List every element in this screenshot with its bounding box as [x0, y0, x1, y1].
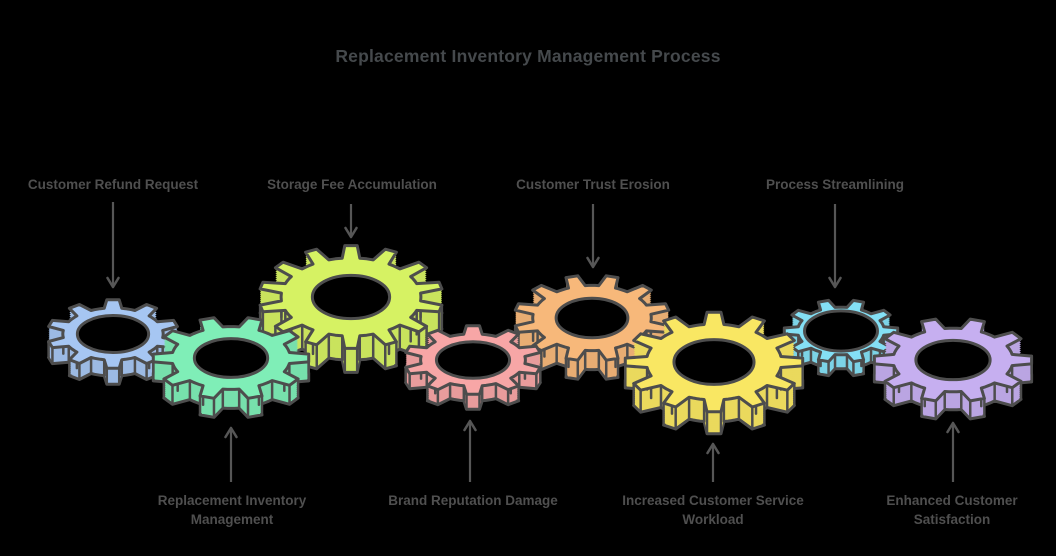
gear-icon-increased-customer-service-workload — [623, 310, 805, 436]
label-customer-trust-erosion: Customer Trust Erosion — [516, 177, 670, 192]
gear-icon-brand-reputation-damage — [404, 324, 542, 411]
label-replacement-inventory-management: Replacement Inventory Management — [157, 493, 307, 527]
arrow-down-icon — [106, 202, 120, 289]
label-process-streamlining: Process Streamlining — [765, 177, 905, 192]
page-title: Replacement Inventory Management Process — [335, 46, 721, 66]
arrow-down-icon — [586, 204, 600, 269]
label-brand-reputation-damage: Brand Reputation Damage — [388, 493, 558, 508]
arrow-down-icon — [828, 204, 842, 289]
gear-icon-replacement-inventory-management — [151, 316, 311, 419]
arrow-up-icon — [946, 421, 960, 482]
arrow-down-icon — [344, 204, 358, 239]
gear-icon-process-streamlining — [782, 298, 900, 378]
gear-icon-storage-fee-accumulation — [258, 244, 444, 374]
label-storage-fee-accumulation: Storage Fee Accumulation — [267, 177, 437, 192]
gear-icon-customer-refund-request — [47, 298, 179, 386]
arrow-up-icon — [224, 426, 238, 482]
label-customer-refund-request: Customer Refund Request — [27, 177, 199, 192]
gear-icon-enhanced-customer-satisfaction — [872, 317, 1034, 421]
arrow-up-icon — [463, 419, 477, 482]
label-enhanced-customer-satisfaction: Enhanced Customer Satisfaction — [886, 493, 1018, 527]
label-increased-customer-service-workload: Increased Customer Service Workload — [622, 493, 804, 527]
arrow-up-icon — [706, 442, 720, 482]
gear-icon-customer-trust-erosion — [513, 274, 671, 381]
